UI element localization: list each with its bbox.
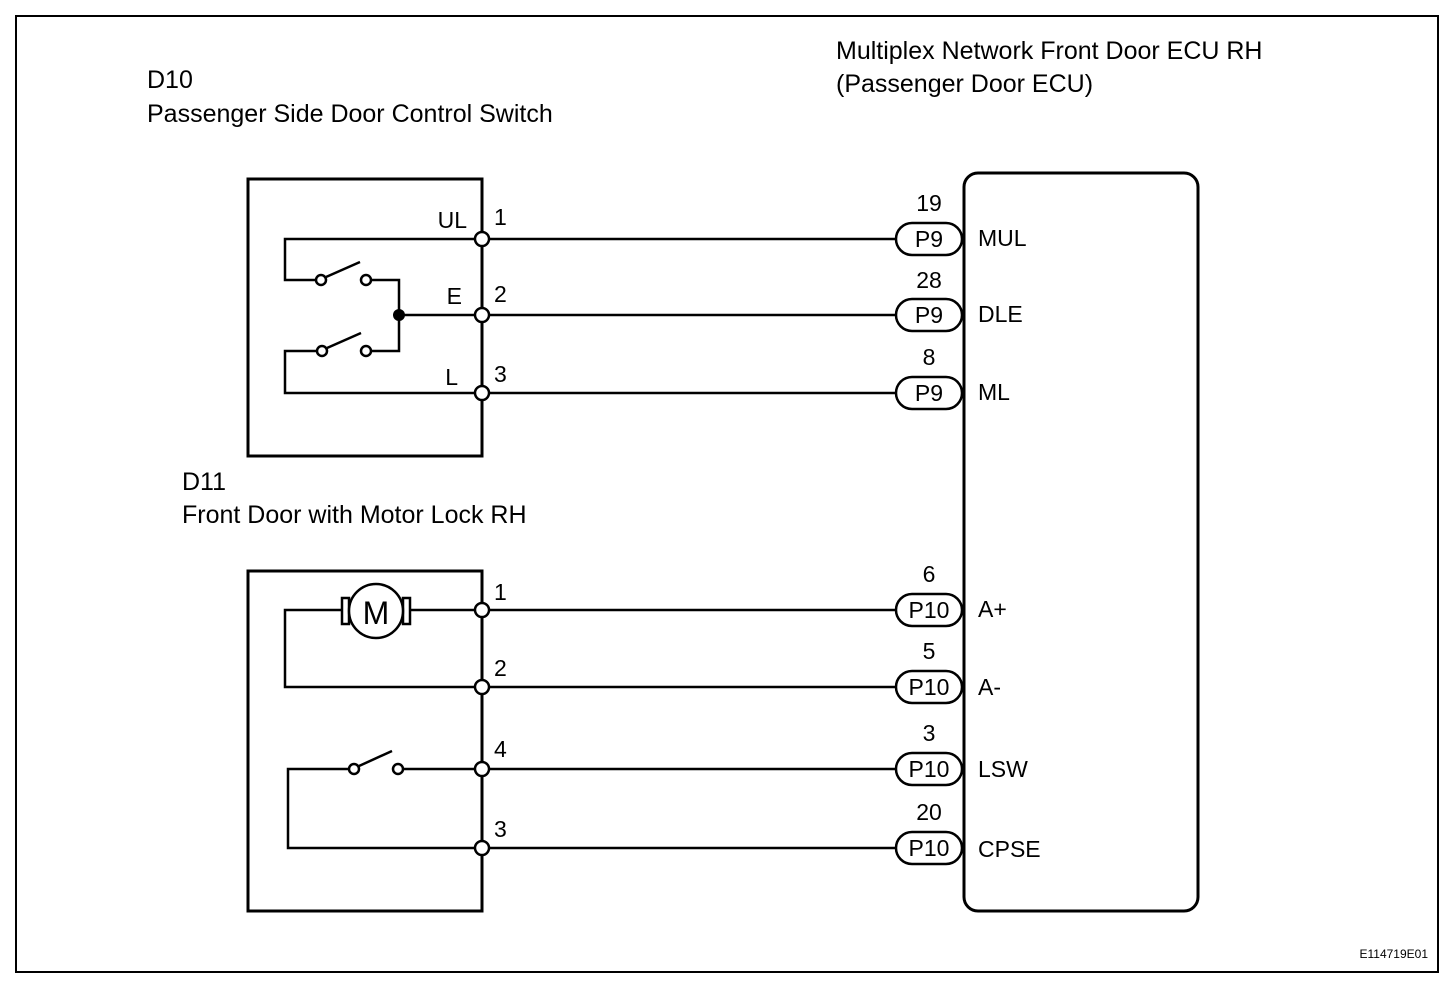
d10-pin-num-2: 2 [494, 281, 507, 307]
d11-pin-num-3: 3 [494, 816, 507, 842]
d11-pin-num-1: 1 [494, 579, 507, 605]
ecu-terminal-name: ML [978, 379, 1010, 405]
terminal-circle [473, 760, 491, 778]
terminal-circle [473, 678, 491, 696]
terminal-circle [473, 384, 491, 402]
wire-a-minus [473, 669, 964, 705]
connector-label: P9 [915, 302, 943, 328]
d11-pin-num-4: 4 [494, 736, 507, 762]
terminal-circle [473, 601, 491, 619]
d10-switch-circuit [283, 237, 482, 395]
ecu-pin-number: 19 [916, 190, 942, 216]
figure-code: E114719E01 [1359, 947, 1428, 961]
ecu-pin-number: 8 [923, 344, 936, 370]
terminal-circle [473, 839, 491, 857]
d10-pin-num-3: 3 [494, 361, 507, 387]
connector-label: P10 [909, 756, 950, 782]
connector-pill [894, 830, 964, 866]
d10-pin-label-e: E [447, 283, 462, 309]
d10-name: Passenger Side Door Control Switch [147, 100, 553, 128]
ecu-pin-number: 20 [916, 799, 942, 825]
d10-code: D10 [147, 66, 193, 94]
ecu-box [962, 171, 1200, 913]
ecu-pin-number: 28 [916, 267, 942, 293]
ecu-pin-number: 5 [923, 638, 936, 664]
connector-label: P9 [915, 380, 943, 406]
ecu-terminal-name: LSW [978, 756, 1028, 782]
ecu-terminal-name: DLE [978, 301, 1023, 327]
d11-box [246, 569, 484, 913]
ecu-title-line1: Multiplex Network Front Door ECU RH [836, 37, 1263, 65]
ecu-terminal-name: CPSE [978, 836, 1041, 862]
connector-label: P10 [909, 835, 950, 861]
terminal-circle [473, 306, 491, 324]
ecu-pin-number: 6 [923, 561, 936, 587]
wire-dle [473, 297, 964, 333]
d10-pin-num-1: 1 [494, 204, 507, 230]
diagram-frame [15, 15, 1439, 973]
ecu-title-line2: (Passenger Door ECU) [836, 70, 1093, 98]
terminal-circle [473, 230, 491, 248]
wire-ml [473, 375, 964, 411]
connector-pill [894, 375, 964, 411]
connector-pill [894, 751, 964, 787]
connector-label: P9 [915, 226, 943, 252]
d11-name: Front Door with Motor Lock RH [182, 501, 527, 529]
wire-cpse [473, 830, 964, 866]
d11-pin-num-2: 2 [494, 655, 507, 681]
connector-label: P10 [909, 597, 950, 623]
connector-pill [894, 669, 964, 705]
ecu-terminal-name: A- [978, 674, 1001, 700]
wire-a-plus [473, 592, 964, 628]
wire-lsw [473, 751, 964, 787]
connector-pill [894, 297, 964, 333]
motor-icon: M [363, 595, 390, 631]
d11-motor-circuit [283, 582, 482, 689]
wire-mul [473, 221, 964, 257]
d11-lock-switch-circuit [286, 749, 482, 850]
d10-pin-label-l: L [445, 364, 458, 390]
connector-pill [894, 221, 964, 257]
connector-pill [894, 592, 964, 628]
ecu-pin-number: 3 [923, 720, 936, 746]
d10-pin-label-ul: UL [438, 207, 468, 233]
d11-code: D11 [182, 468, 226, 496]
ecu-terminal-name: MUL [978, 225, 1027, 251]
connector-label: P10 [909, 674, 950, 700]
ecu-terminal-name: A+ [978, 596, 1007, 622]
d10-junction-dot [393, 309, 405, 321]
